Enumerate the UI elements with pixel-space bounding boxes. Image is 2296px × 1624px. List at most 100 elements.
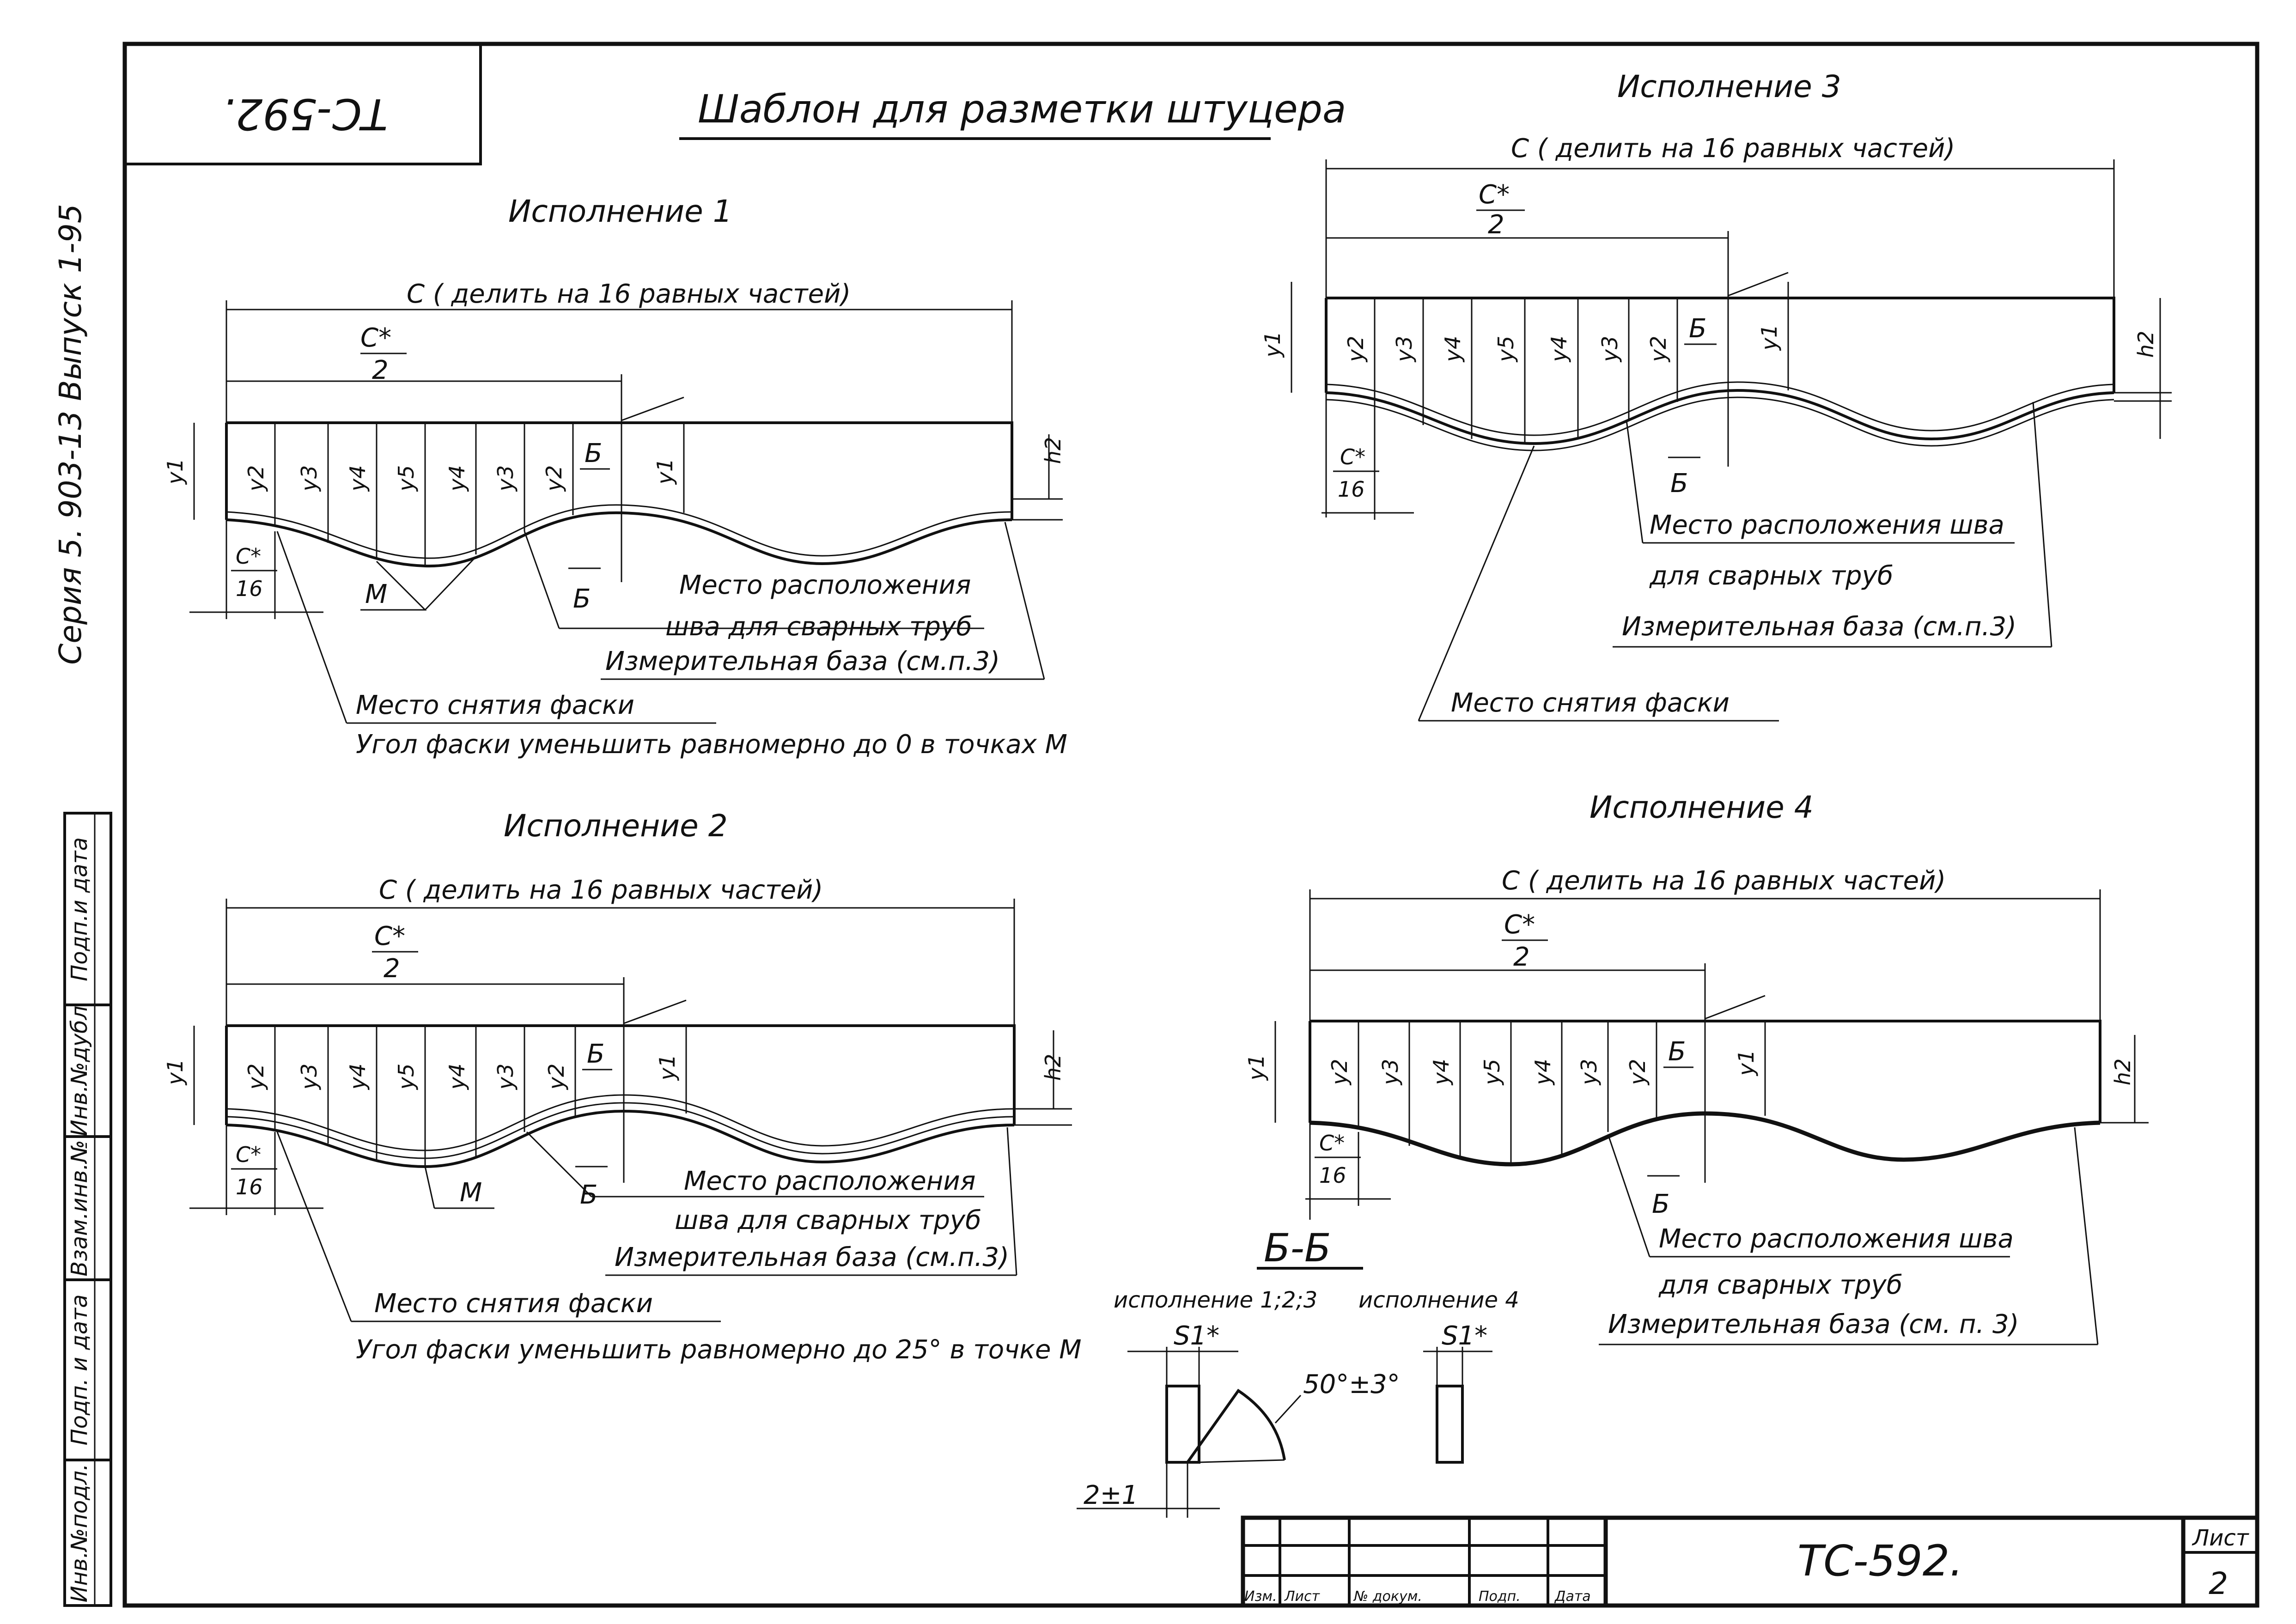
y-label: y3	[1392, 336, 1417, 363]
side-stamp-cell: Подп. и дата	[67, 1295, 92, 1446]
y-label: y1	[1734, 1050, 1759, 1077]
section-bb: Б-Б исполнение 1;2;3 исполнение 4 S1* S1…	[1077, 1225, 1519, 1518]
section-mark: Б	[573, 584, 591, 614]
y-label: y1	[655, 1054, 680, 1082]
y-label: y2	[1327, 1059, 1352, 1086]
section-title: Б-Б	[1264, 1225, 1331, 1271]
title-col: Изм.	[1244, 1588, 1277, 1605]
y-label: y1	[652, 458, 677, 486]
sheet-label: Лист	[2192, 1525, 2250, 1551]
variant-4: Исполнение 4 С ( делить на 16 равных час…	[1244, 790, 2149, 1345]
y-label: y1	[1757, 324, 1782, 352]
variant-3: Исполнение 3 С ( делить на 16 равных час…	[1260, 69, 2172, 722]
half-c-num: С*	[1504, 910, 1535, 940]
point-m: М	[460, 1178, 482, 1208]
y-label: y1	[163, 1059, 188, 1086]
note: Измерительная база (см.п.3)	[1622, 612, 2016, 642]
note: для сварных труб	[1658, 1270, 1902, 1300]
section-left-label: исполнение 1;2;3	[1114, 1287, 1317, 1313]
section-mark: Б	[1670, 468, 1688, 499]
y-label: y2	[244, 465, 268, 493]
sixteenth-num: С*	[1319, 1131, 1345, 1156]
frame	[122, 42, 2259, 1608]
note: Место расположения	[684, 1166, 975, 1196]
y-label: y4	[345, 1064, 370, 1091]
note: Место расположения	[679, 570, 971, 600]
note: Измерительная база (см. п. 3)	[1608, 1309, 2019, 1339]
y-label: y3	[297, 465, 322, 493]
half-c-num: С*	[374, 921, 405, 951]
y-label: y1	[1244, 1054, 1269, 1082]
s1-label: S1*	[1442, 1321, 1487, 1351]
note: Место снятия фаски	[356, 690, 634, 720]
note: Измерительная база (см.п.3)	[615, 1242, 1009, 1272]
gap-label: 2±1	[1084, 1480, 1138, 1510]
y-label: y3	[493, 1064, 518, 1091]
sixteenth-num: С*	[236, 1142, 261, 1167]
variant-heading: Исполнение 3	[1617, 69, 1841, 104]
y-label: y3	[1597, 336, 1622, 363]
dim-c-label: С ( делить на 16 равных частей)	[1511, 134, 1955, 164]
y-label: y5	[394, 1064, 419, 1091]
variant-2: Исполнение 2 С ( делить на 16 равных час…	[163, 808, 1082, 1365]
series-label: Серия 5. 903-13 Выпуск 1-95	[53, 204, 88, 664]
sixteenth-num: С*	[1340, 444, 1365, 469]
section-mark: Б	[1652, 1189, 1669, 1219]
note: шва для сварных труб	[675, 1205, 981, 1235]
side-stamp-cell: Инв.№дубл	[67, 1006, 92, 1137]
sixteenth-den: 16	[236, 576, 263, 601]
y-label: y4	[345, 465, 370, 493]
y-label: y2	[244, 1064, 268, 1091]
variant-1: Исполнение 1 С ( делить на 16 равных час…	[163, 194, 1067, 760]
variant-heading: Исполнение 2	[504, 808, 728, 844]
title-block: Изм. Лист № докум. Подп. Дата ТС-592. Ли…	[1241, 1515, 2259, 1608]
title-col: № докум.	[1353, 1588, 1422, 1605]
y-label: y2	[544, 1064, 569, 1091]
sixteenth-den: 16	[236, 1174, 263, 1199]
note: Угол фаски уменьшить равномерно до 25° в…	[356, 1335, 1082, 1365]
y-label: y2	[1343, 336, 1368, 363]
half-c-den: 2	[372, 355, 389, 385]
section-mark: Б	[580, 1180, 597, 1210]
dim-c-label: С ( делить на 16 равных частей)	[1502, 866, 1946, 896]
y-label: y3	[1577, 1059, 1602, 1086]
y-label: y1	[1260, 331, 1285, 359]
side-stamp: Подп.и дата Инв.№дубл Взам.инв.№ Подп. и…	[63, 812, 112, 1607]
section-mark: Б	[585, 438, 602, 468]
half-c-den: 2	[384, 954, 400, 984]
note: для сварных труб	[1649, 561, 1893, 591]
note: Место расположения шва	[1659, 1224, 2014, 1254]
half-c-num: С*	[360, 323, 391, 353]
h2-label: h2	[1041, 437, 1066, 464]
y-label: y1	[163, 458, 188, 486]
sheet-number: 2	[2209, 1566, 2228, 1601]
y-label: y3	[297, 1064, 322, 1091]
title-col: Дата	[1554, 1588, 1591, 1605]
note: Измерительная база (см.п.3)	[605, 646, 1000, 676]
side-stamp-cell: Инв.№подл.	[67, 1464, 92, 1603]
y-label: y2	[542, 465, 566, 493]
h2-label: h2	[1041, 1054, 1066, 1081]
section-mark: Б	[1668, 1037, 1686, 1067]
doc-code: ТС-592.	[1797, 1536, 1963, 1586]
y-label: y3	[493, 465, 518, 493]
note: шва для сварных труб	[665, 612, 972, 642]
title-col: Подп.	[1479, 1588, 1521, 1605]
sixteenth-den: 16	[1319, 1163, 1346, 1188]
section-mark: Б	[1689, 314, 1706, 344]
y-label: y4	[1440, 336, 1465, 363]
y-label: y3	[1378, 1059, 1403, 1086]
y-label: y4	[1547, 336, 1571, 363]
h2-label: h2	[2133, 331, 2158, 358]
sixteenth-den: 16	[1338, 477, 1365, 502]
note: Угол фаски уменьшить равномерно до 0 в т…	[356, 730, 1067, 760]
y-label: y5	[1480, 1059, 1504, 1086]
dim-c-label: С ( делить на 16 равных частей)	[407, 279, 851, 309]
s1-label: S1*	[1174, 1321, 1219, 1351]
variant-heading: Исполнение 4	[1590, 790, 1814, 825]
y-label: y4	[1530, 1059, 1555, 1086]
y-label: y2	[1625, 1059, 1650, 1086]
half-c-den: 2	[1488, 210, 1504, 240]
sheet-title: Шаблон для разметки штуцера	[698, 86, 1346, 132]
